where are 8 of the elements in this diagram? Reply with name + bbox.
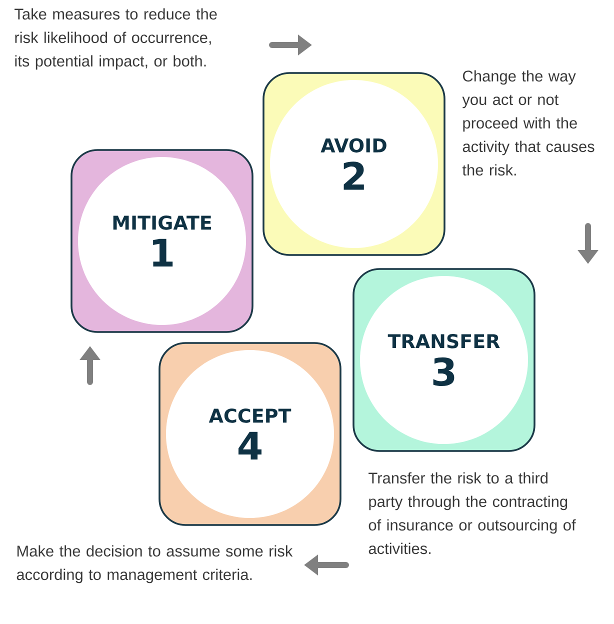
description-text: Make the decision to assume some risk according to management criteria.	[16, 545, 293, 584]
risk-step-box: ACCEPT 4	[158, 342, 342, 526]
description-text: Change the way you act or not proceed with the activity that causes the risk.	[462, 70, 594, 176]
risk-step-box: MITIGATE 1	[70, 149, 254, 333]
description-text: Take measures to reduce the risk likelihood of occurrence, its potential impact, or both.	[14, 8, 217, 70]
risk-step-box: AVOID 2	[262, 72, 446, 256]
risk-step-box: TRANSFER 3	[352, 268, 536, 452]
description-text: Transfer the risk to a third party through the contracting of insurance or outsourcing of activities.	[368, 472, 576, 554]
